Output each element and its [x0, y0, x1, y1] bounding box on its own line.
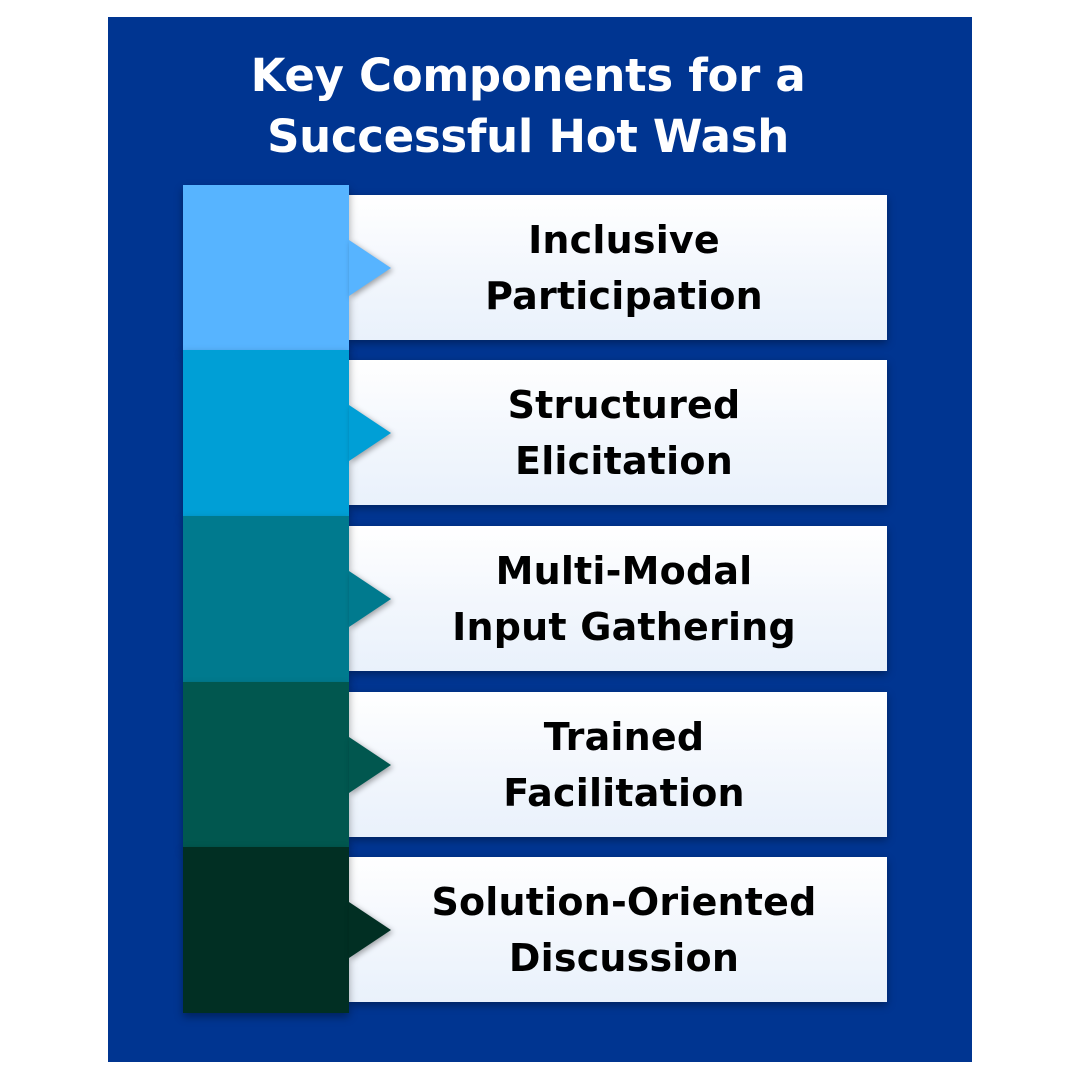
component-label-line-1: Multi-Modal	[495, 548, 753, 593]
component-label-line-1: Inclusive	[528, 217, 720, 262]
component-card	[349, 526, 887, 671]
component-item-3: Multi-Modal Input Gathering	[0, 516, 1080, 682]
component-label-line-2: Facilitation	[503, 770, 745, 815]
component-item-5: Solution-Oriented Discussion	[0, 847, 1080, 1013]
component-label: Trained Facilitation	[361, 692, 887, 837]
component-item-4: Trained Facilitation	[0, 682, 1080, 848]
component-label-line-1: Solution-Oriented	[431, 879, 817, 924]
component-label-line-2: Input Gathering	[452, 604, 796, 649]
component-card	[349, 692, 887, 837]
component-label-line-1: Trained	[543, 714, 705, 759]
arrow-right-icon	[349, 902, 391, 958]
color-block	[183, 847, 349, 1013]
arrow-right-icon	[349, 240, 391, 296]
page-title: Key Components for a Successful Hot Wash	[108, 45, 948, 167]
color-block	[183, 682, 349, 848]
title-line-2: Successful Hot Wash	[267, 110, 789, 163]
component-label-line-2: Elicitation	[515, 438, 733, 483]
component-label-line-2: Discussion	[508, 935, 740, 980]
component-card	[349, 360, 887, 505]
component-label-line-1: Structured	[507, 382, 741, 427]
title-line-1: Key Components for a	[250, 49, 806, 102]
component-card	[349, 857, 887, 1002]
component-label-line-2: Participation	[485, 273, 763, 318]
component-item-1: Inclusive Participation	[0, 185, 1080, 351]
color-block	[183, 185, 349, 351]
arrow-right-icon	[349, 737, 391, 793]
component-label: Inclusive Participation	[361, 195, 887, 340]
component-item-2: Structured Elicitation	[0, 350, 1080, 516]
component-label: Solution-Oriented Discussion	[361, 857, 887, 1002]
component-label: Multi-Modal Input Gathering	[361, 526, 887, 671]
arrow-right-icon	[349, 405, 391, 461]
arrow-right-icon	[349, 571, 391, 627]
color-block	[183, 516, 349, 682]
component-label: Structured Elicitation	[361, 360, 887, 505]
component-card	[349, 195, 887, 340]
color-block	[183, 350, 349, 516]
